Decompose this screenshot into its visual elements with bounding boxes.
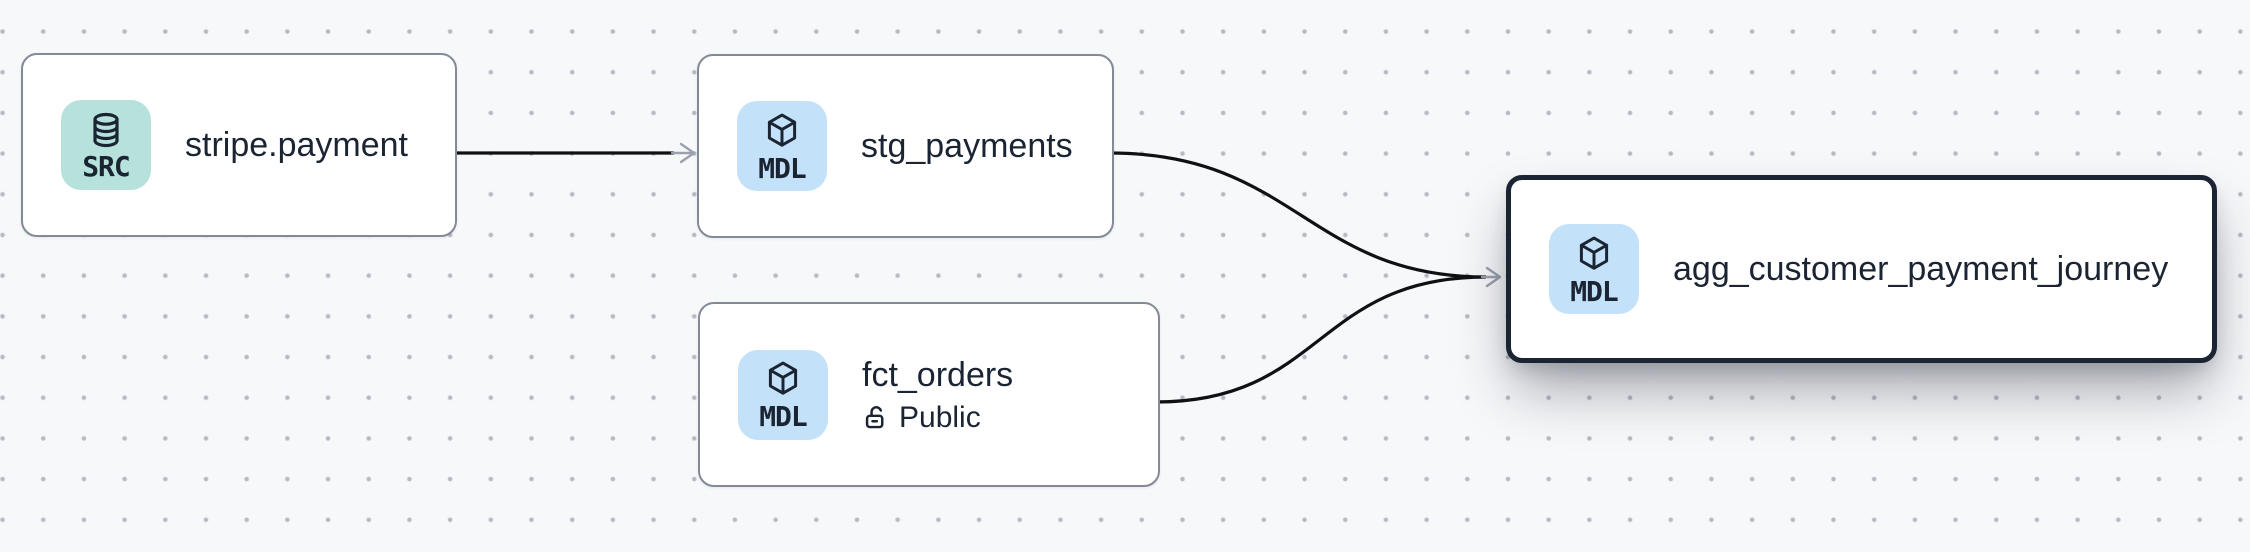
badge-label: MDL (758, 151, 807, 185)
arrowhead-icon (670, 142, 696, 164)
access-row: Public (862, 401, 1013, 434)
node-fct-orders[interactable]: MDL fct_orders Public (698, 302, 1160, 487)
unlock-icon (865, 406, 884, 429)
node-title: stg_payments (861, 126, 1073, 165)
node-title: fct_orders (862, 355, 1014, 394)
node-title: agg_customer_payment_journey (1673, 249, 2169, 288)
edge-fct-to-agg (1155, 275, 1487, 404)
database-icon (93, 112, 119, 147)
source-badge: SRC (61, 100, 151, 190)
cube-icon (1579, 236, 1609, 270)
badge-label: SRC (82, 149, 131, 183)
cube-icon (767, 113, 797, 147)
model-badge: MDL (737, 101, 827, 191)
badge-label: MDL (759, 400, 808, 433)
node-agg-customer-payment-journey[interactable]: MDL agg_customer_payment_journey (1506, 175, 2217, 363)
node-stg-payments[interactable]: MDL stg_payments (697, 54, 1114, 238)
edge-stg-to-agg (1109, 151, 1487, 279)
access-label: Public (899, 401, 981, 435)
arrowhead-icon (1480, 266, 1502, 288)
badge-label: MDL (1570, 274, 1619, 308)
node-stripe-payment[interactable]: SRC stripe.payment (21, 53, 457, 237)
cube-icon (768, 361, 798, 395)
node-title: stripe.payment (185, 125, 408, 164)
model-badge: MDL (1549, 224, 1639, 314)
model-badge: MDL (738, 349, 828, 440)
